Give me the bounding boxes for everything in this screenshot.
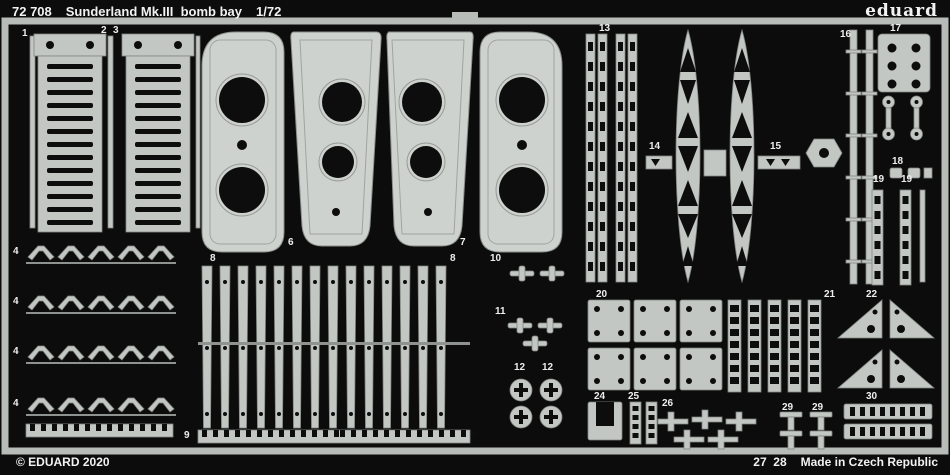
rails-part-16-and-hex [805,29,878,285]
fret-top-tab [452,12,478,24]
product-title: Sunderland Mk.III bomb bay [65,3,243,19]
bomb-rack-strips-parts-1-2-3 [29,33,201,233]
lattice-trusses-parts-14-15 [645,29,801,283]
bracket-rows-part-4 [26,245,176,416]
part-numbers-27-28: 27 28 [753,455,787,469]
brand-logo: eduard [865,1,938,21]
right-column-parts-17-18-19 [871,33,933,286]
footer-right: 27 28 Made in Czech Republic [753,455,938,469]
copyright-text: © EDUARD 2020 [16,455,110,469]
scale-label: 1/72 [256,3,282,19]
plates-and-ladders-parts-20-21-22 [587,299,935,393]
small-fittings-parts-10-11-12 [507,265,565,429]
bottom-right-parts-24-to-30 [587,401,933,450]
comb-strip-left [25,423,174,438]
ladder-strips-part-13 [585,33,638,283]
bomb-bay-door-panels-parts-6-7 [201,31,563,253]
comb-strip-part-9 [197,429,477,444]
sheet-header: 72 708 Sunderland Mk.III bomb bay 1/72 [12,2,281,20]
catalog-number: 72 708 [12,3,52,19]
made-in-text: Made in Czech Republic [800,455,938,469]
rib-strips-part-8 [198,265,470,429]
